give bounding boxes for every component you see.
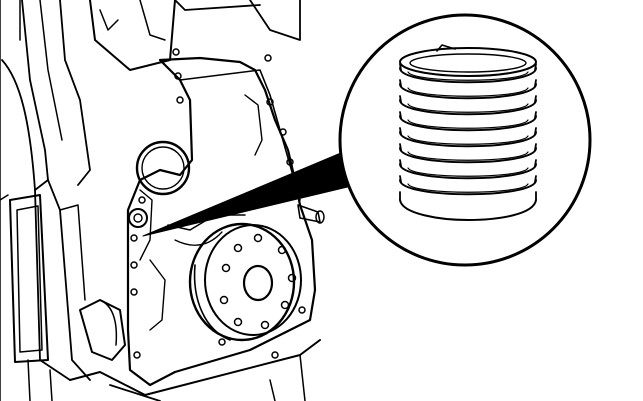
coil-groove [407, 151, 529, 161]
helical-insert-icon [399, 44, 537, 221]
coil-groove [407, 103, 529, 113]
coil-turn [399, 131, 537, 148]
coil-edge-right [534, 143, 537, 151]
coil-edge-right [534, 159, 537, 167]
coil-edge-left [399, 63, 402, 71]
coil-turn [399, 115, 537, 132]
coil-turn [399, 67, 537, 84]
coil-groove [407, 119, 529, 129]
coil-edge-left [399, 127, 402, 135]
detail-magnifier [338, 13, 592, 267]
callout-pointer-icon [142, 149, 361, 237]
coil-groove [407, 183, 529, 193]
engine-block-icon [0, 0, 325, 401]
coil-edge-left [399, 79, 402, 87]
coil-edge-right [534, 63, 537, 71]
coil-edge-left [399, 143, 402, 151]
coil-groove [407, 167, 529, 177]
coil-groove [407, 135, 529, 145]
coil-edge-left [399, 159, 402, 167]
coil-edge-left [399, 111, 402, 119]
coil-turn [399, 99, 537, 116]
coil-edge-right [534, 127, 537, 135]
coil-edge-left [399, 175, 402, 183]
coil-turn [399, 147, 537, 164]
coil-edge-right [534, 175, 537, 183]
coil-turn [399, 83, 537, 100]
crankshaft-pulley [188, 222, 302, 342]
coil-groove [407, 71, 529, 81]
coil-stack [399, 63, 537, 196]
coil-edge-right [534, 95, 537, 103]
coil-edge-right [534, 79, 537, 87]
coil-groove [407, 87, 529, 97]
coil-edge-left [399, 95, 402, 103]
coil-turn [399, 179, 537, 196]
coil-edge-right [534, 111, 537, 119]
coil-turn [399, 163, 537, 180]
